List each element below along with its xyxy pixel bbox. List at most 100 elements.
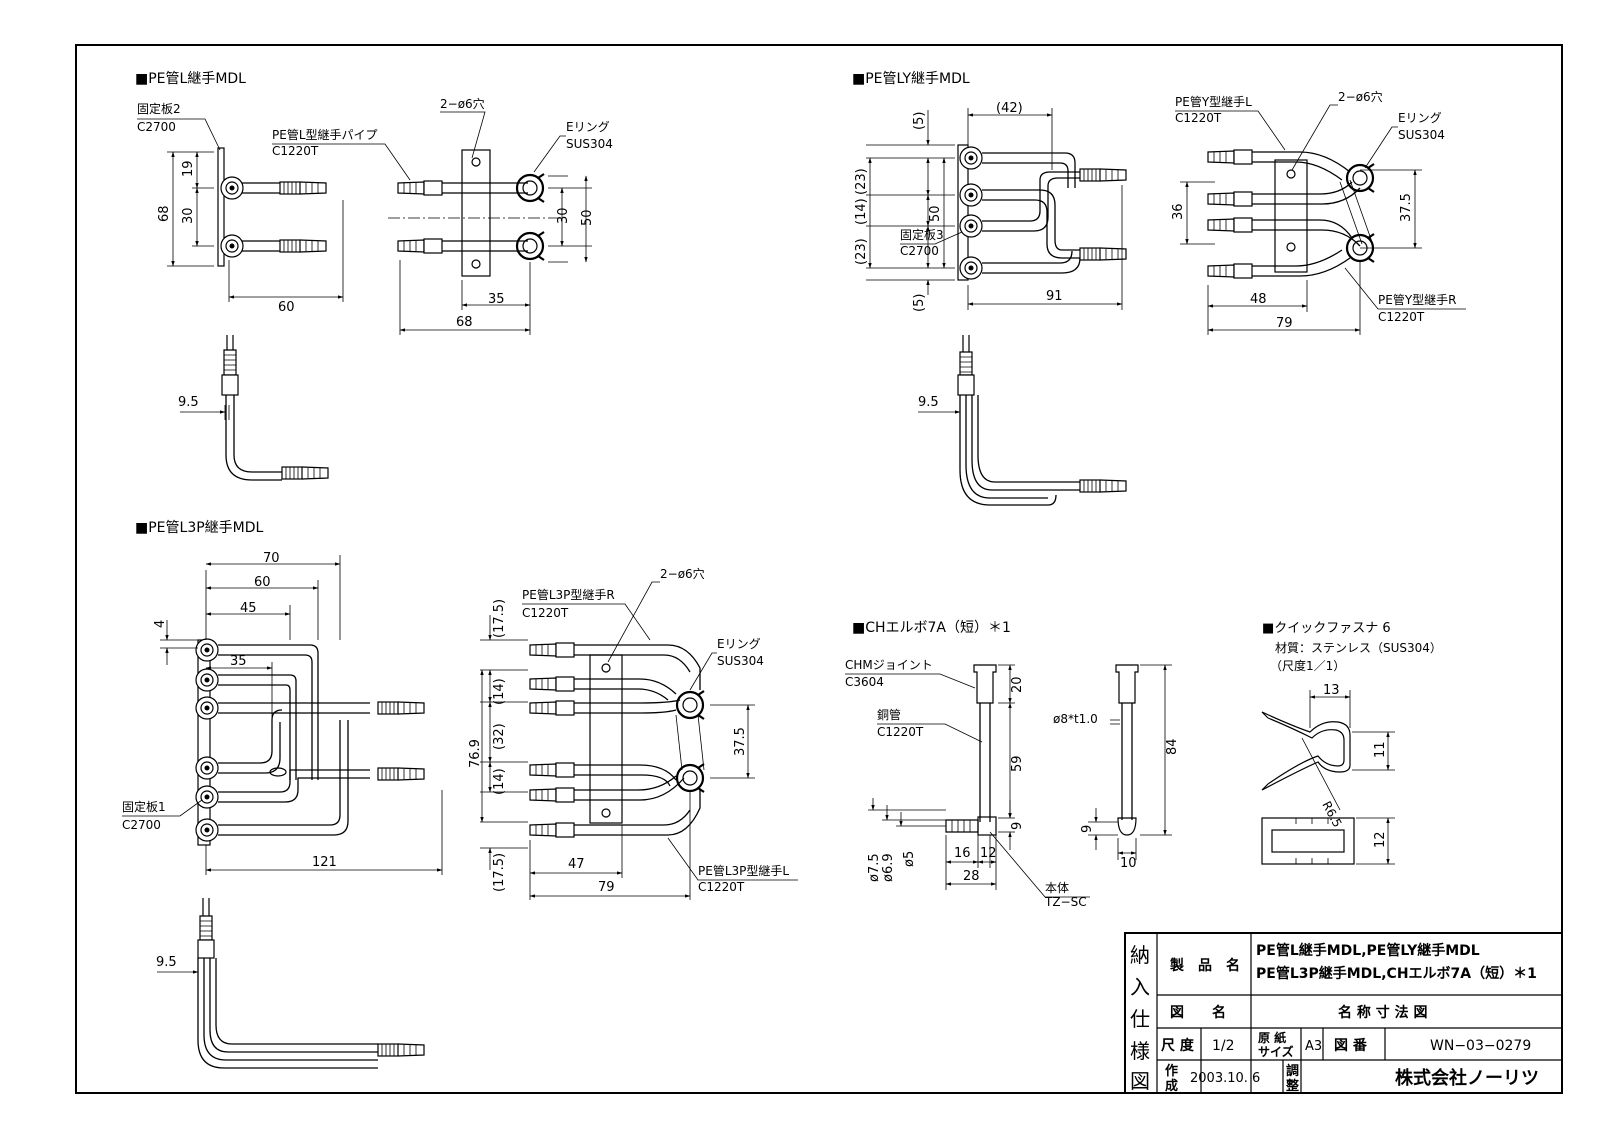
- dim-l3p-14a: (14): [492, 678, 507, 705]
- plate1-label: 固定板1: [122, 799, 166, 814]
- dim-ly-36: 36: [1171, 203, 1186, 220]
- sheet-border: [75, 44, 1563, 1094]
- side-label-4: 様: [1130, 1039, 1150, 1063]
- l-pipe-label: PE管L型継手パイプ: [272, 127, 378, 142]
- ch-tube-material: C1220T: [877, 725, 924, 739]
- product-name-line1: PE管L継手MDL,PE管LY継手MDL: [1256, 942, 1480, 959]
- qf-material: 材質：ステンレス（SUS304）: [1275, 640, 1442, 655]
- dim-ch-75: ø7.5: [867, 853, 882, 882]
- side-label-5: 図: [1130, 1069, 1150, 1093]
- ly-holes-label: 2−ø6穴: [1338, 89, 1383, 104]
- made-label-2: 成: [1165, 1078, 1178, 1094]
- l-pipe-material: C1220T: [272, 144, 319, 158]
- l3p-ering-material: SUS304: [717, 654, 764, 668]
- ly-yl-material: C1220T: [1175, 111, 1222, 125]
- ly-yr-material: C1220T: [1378, 310, 1425, 324]
- dim-l3p-175a: (17.5): [492, 599, 507, 638]
- l3p-l-label: PE管L3P型継手L: [698, 863, 789, 878]
- qf-scale: （尺度1／1）: [1270, 658, 1345, 673]
- dim-ch-20: 20: [1010, 676, 1025, 693]
- dim-ch-12: 12: [980, 846, 997, 861]
- adjust-label-2: 整: [1285, 1078, 1300, 1094]
- dim-ly-95: 9.5: [918, 395, 939, 410]
- scale-label: 尺 度: [1161, 1037, 1195, 1054]
- drawing-number: WN−03−0279: [1430, 1038, 1531, 1054]
- dim-ly-5b: (5): [912, 294, 927, 312]
- dim-ly-375: 37.5: [1399, 193, 1414, 222]
- section-l-joint: ■PE管L継手MDL 固定板2 C2700 68 19 30 60 PE管L型継…: [135, 71, 613, 481]
- dim-ly-91: 91: [1046, 289, 1063, 304]
- ly-yl-label: PE管Y型継手L: [1175, 94, 1252, 109]
- plate1-material: C2700: [122, 818, 161, 832]
- dim-ch-16: 16: [954, 846, 971, 861]
- section-ch-title: ■CHエルボ7A（短）＊1: [852, 620, 1011, 636]
- title-block: 納 入 仕 様 図 製 品 名 PE管L継手MDL,PE管LY継手MDL PE管…: [1124, 932, 1563, 1094]
- l-side-view: [221, 335, 329, 481]
- dim-l3p-32: (32): [492, 723, 507, 750]
- ly-side-view: [957, 335, 1127, 506]
- dim-l-68b: 68: [456, 315, 473, 330]
- plate2-material: C2700: [137, 120, 176, 134]
- dim-ch-10: 10: [1120, 856, 1137, 871]
- l3p-ering-label: Eリング: [717, 637, 761, 651]
- company-name: 株式会社ノーリツ: [1395, 1067, 1539, 1089]
- dim-l3p-4: 4: [153, 620, 168, 628]
- dim-ly-79: 79: [1276, 316, 1293, 331]
- dim-ly-14: (14): [854, 198, 869, 225]
- ch-body-label: 本体: [1045, 881, 1069, 895]
- section-quick-fastener: ■クイックファスナ 6 材質：ステンレス（SUS304） （尺度1／1） 13 …: [1261, 621, 1442, 865]
- made-label-1: 作: [1165, 1063, 1178, 1079]
- dim-ly-42: (42): [996, 101, 1023, 116]
- dim-ch-9: 9: [1010, 822, 1025, 830]
- paper-size-value: A3: [1305, 1039, 1322, 1054]
- dim-ch-9b: 9: [1080, 825, 1095, 833]
- dim-l3p-769: 76.9: [468, 739, 483, 768]
- dim-l-50: 50: [580, 209, 595, 226]
- l-ering-label: Eリング: [566, 120, 610, 134]
- ly-ering-label: Eリング: [1398, 111, 1442, 125]
- dim-qf-11: 11: [1373, 741, 1388, 758]
- side-label-1: 納: [1130, 943, 1150, 967]
- dim-l3p-60: 60: [254, 575, 271, 590]
- ch-tube-label: 銅管: [877, 707, 901, 722]
- dim-ch-59: 59: [1010, 755, 1025, 772]
- product-name-line2: PE管L3P継手MDL,CHエルボ7A（短）＊1: [1256, 965, 1537, 982]
- paper-size-label-1: 原 紙: [1258, 1030, 1286, 1045]
- adjust-label-1: 調: [1286, 1063, 1299, 1079]
- section-ly-title: ■PE管LY継手MDL: [852, 71, 970, 87]
- l-holes-label: 2−ø6穴: [440, 96, 485, 111]
- dim-ly-5a: (5): [912, 112, 927, 130]
- drawing-name: 名 称 寸 法 図: [1338, 1004, 1428, 1021]
- l3p-r-material: C1220T: [522, 606, 569, 620]
- l3p-r-label: PE管L3P型継手R: [522, 587, 615, 602]
- dim-ly-50: 50: [928, 205, 943, 222]
- section-l-title: ■PE管L継手MDL: [135, 71, 246, 87]
- drawing-name-label: 図 名: [1170, 1004, 1226, 1021]
- dim-l-68: 68: [157, 205, 172, 222]
- dim-l-19: 19: [181, 160, 196, 177]
- dim-l3p-70: 70: [263, 551, 280, 566]
- dim-ly-23b: (23): [854, 238, 869, 265]
- dim-l3p-47: 47: [568, 857, 585, 872]
- scale-value: 1/2: [1212, 1038, 1235, 1054]
- dim-ly-23a: (23): [854, 168, 869, 195]
- dim-l3p-35: 35: [230, 654, 247, 669]
- dim-l-95: 9.5: [178, 395, 199, 410]
- dim-l-30a: 30: [181, 207, 196, 224]
- plate3-material: C2700: [900, 244, 939, 258]
- section-ch-elbow: ■CHエルボ7A（短）＊1 CHMジョイント C3604 銅管 C1220T 2…: [845, 620, 1180, 909]
- dim-l-60: 60: [278, 300, 295, 315]
- section-ly-joint: ■PE管LY継手MDL 固定板3 C2700 (5) (23) (14) (23…: [852, 71, 1466, 506]
- dim-l3p-79: 79: [598, 880, 615, 895]
- plate3-label: 固定板3: [900, 227, 944, 242]
- dim-l3p-175b: (17.5): [492, 853, 507, 892]
- dim-ly-48: 48: [1250, 292, 1267, 307]
- dim-ch-5: ø5: [902, 851, 917, 867]
- section-l3p-title: ■PE管L3P継手MDL: [135, 520, 264, 536]
- ly-yr-label: PE管Y型継手R: [1378, 292, 1457, 307]
- plate2-label: 固定板2: [137, 101, 181, 116]
- made-date: 2003.10. 6: [1190, 1071, 1260, 1086]
- dim-ch-28: 28: [963, 869, 980, 884]
- drawing-number-label: 図 番: [1334, 1037, 1368, 1054]
- dim-qf-12: 12: [1373, 831, 1388, 848]
